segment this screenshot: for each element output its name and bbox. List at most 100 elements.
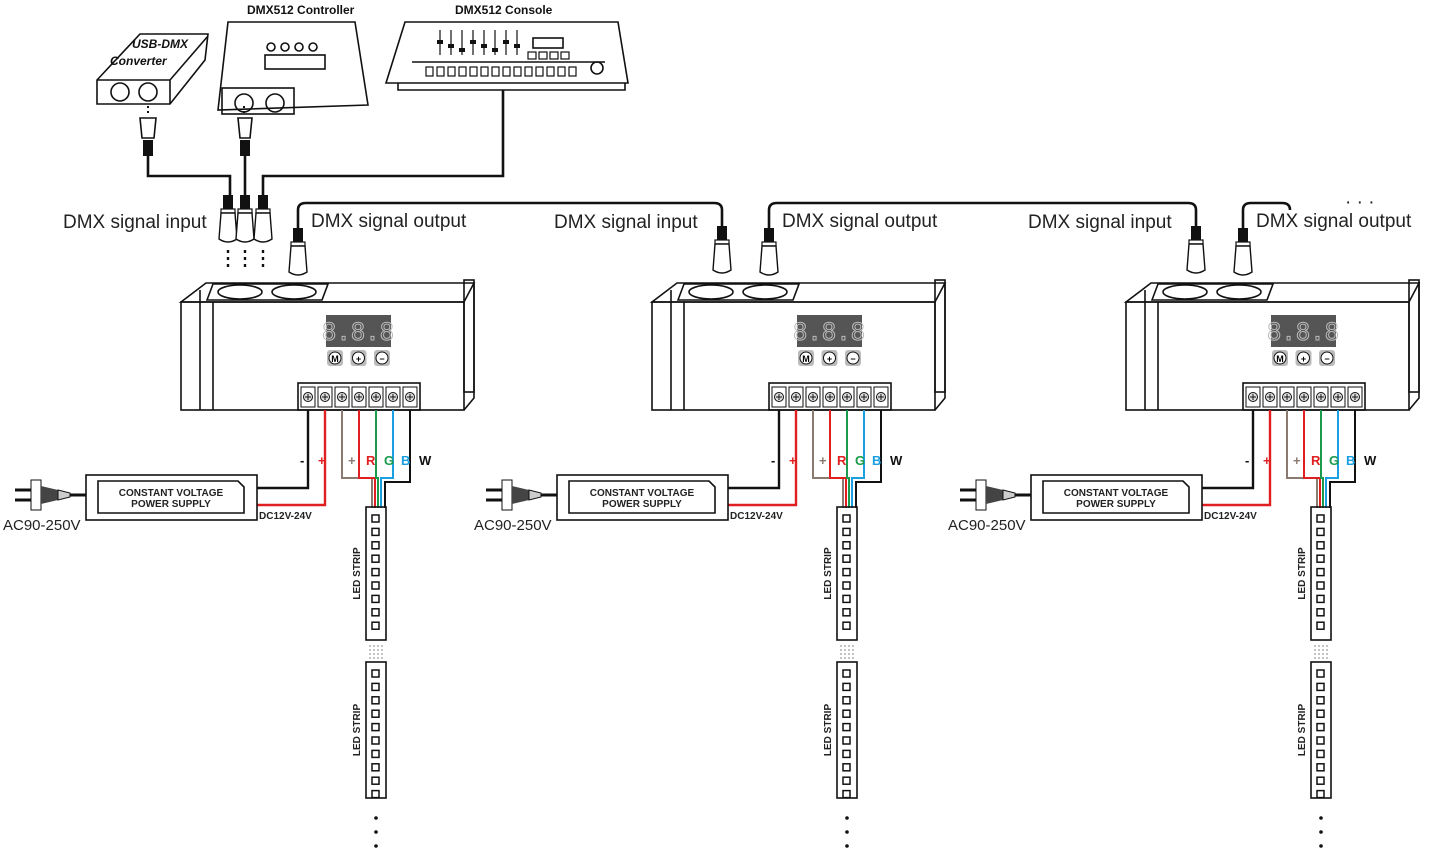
power-supply: CONSTANT VOLTAGE POWER SUPPLY xyxy=(1030,474,1203,521)
xlr-connector-icon xyxy=(1186,226,1206,274)
screw-terminal-icon xyxy=(771,386,787,408)
dmx-signal-output-label: DMX signal output xyxy=(311,211,467,232)
terminal-label: W xyxy=(419,453,432,468)
input-cables xyxy=(139,90,505,195)
svg-text:CONSTANT VOLTAGE: CONSTANT VOLTAGE xyxy=(119,488,224,499)
svg-text:+: + xyxy=(827,354,832,364)
terminal-label: B xyxy=(401,453,410,468)
continuation-dots: · · · xyxy=(1345,192,1375,213)
xlr-connector-icon xyxy=(288,228,308,276)
dmx-signal-input-label: DMX signal input xyxy=(1028,212,1172,233)
terminal-label: B xyxy=(872,453,881,468)
xlr-port-icon xyxy=(110,82,130,102)
ac-plug-icon xyxy=(960,479,1031,511)
terminal-label: + xyxy=(1263,453,1271,468)
dmx-signal-output-label: DMX signal output xyxy=(1256,211,1412,232)
led-display xyxy=(1271,315,1336,347)
svg-text:M: M xyxy=(331,354,339,364)
svg-text:+: + xyxy=(1301,354,1306,364)
plus-button[interactable]: + xyxy=(350,350,367,366)
menu-button[interactable]: M xyxy=(1272,350,1288,366)
terminal-label: W xyxy=(1364,453,1377,468)
svg-text:AC90-250V: AC90-250V xyxy=(3,517,81,534)
svg-text:LED STRIP: LED STRIP xyxy=(823,547,834,600)
led-strip: LED STRIP xyxy=(352,506,387,641)
svg-text:CONSTANT VOLTAGE: CONSTANT VOLTAGE xyxy=(590,488,695,499)
terminal-label: R xyxy=(1311,453,1321,468)
terminal-label: + xyxy=(789,453,797,468)
plus-button[interactable]: + xyxy=(821,350,838,366)
plus-button[interactable]: + xyxy=(1295,350,1312,366)
screw-terminal-icon xyxy=(873,386,889,408)
svg-text:8.8.8: 8.8.8 xyxy=(1267,318,1339,346)
led-strip: LED STRIP xyxy=(1297,661,1332,799)
svg-text:AC90-250V: AC90-250V xyxy=(948,517,1026,534)
screw-terminal-icon xyxy=(1296,386,1312,408)
svg-text:8.8.8: 8.8.8 xyxy=(322,318,394,346)
svg-text:M: M xyxy=(1276,354,1284,364)
screw-terminal-icon xyxy=(1313,386,1329,408)
screw-terminal-icon xyxy=(317,386,333,408)
svg-text:DMX512 Console: DMX512 Console xyxy=(455,3,553,17)
terminal-label: B xyxy=(1346,453,1355,468)
svg-text:POWER SUPPLY: POWER SUPPLY xyxy=(131,499,211,510)
screw-terminal-icon xyxy=(1330,386,1346,408)
dmx-signal-output-label: DMX signal output xyxy=(782,211,938,232)
terminal-label: + xyxy=(348,453,356,468)
screw-terminal-icon xyxy=(402,386,418,408)
svg-text:LED STRIP: LED STRIP xyxy=(1297,704,1308,757)
minus-button[interactable]: − xyxy=(1319,350,1335,366)
svg-text:POWER SUPPLY: POWER SUPPLY xyxy=(1076,499,1156,510)
screw-terminal-icon xyxy=(839,386,855,408)
terminal-label: - xyxy=(300,453,304,468)
screw-terminal-icon xyxy=(805,386,821,408)
screw-terminal-icon xyxy=(1245,386,1261,408)
terminal-label: + xyxy=(318,453,326,468)
menu-button[interactable]: M xyxy=(798,350,814,366)
svg-text:8.8.8: 8.8.8 xyxy=(793,318,865,346)
terminal-label: G xyxy=(384,453,394,468)
svg-text:DC12V-24V: DC12V-24V xyxy=(730,511,783,522)
led-strip: LED STRIP xyxy=(1297,506,1332,641)
minus-button[interactable]: − xyxy=(374,350,390,366)
dmx512-controller: DMX512 Controller xyxy=(217,3,369,115)
screw-terminal-icon xyxy=(385,386,401,408)
led-display xyxy=(797,315,862,347)
screw-terminal-icon xyxy=(1262,386,1278,408)
svg-text:DMX512 Controller: DMX512 Controller xyxy=(247,3,355,17)
ac-plug-icon xyxy=(486,479,557,511)
screw-terminal-icon xyxy=(856,386,872,408)
svg-text:+: + xyxy=(356,354,361,364)
terminal-label: + xyxy=(819,453,827,468)
xlr-connector-icon xyxy=(235,195,255,243)
svg-text:LED STRIP: LED STRIP xyxy=(352,704,363,757)
svg-text:CONSTANT VOLTAGE: CONSTANT VOLTAGE xyxy=(1064,488,1169,499)
led-strip: LED STRIP xyxy=(352,661,387,799)
xlr-connector-icon xyxy=(218,195,238,243)
menu-button[interactable]: M xyxy=(327,350,343,366)
xlr-connector-icon xyxy=(759,228,779,276)
xlr-connector-icon xyxy=(253,195,273,243)
power-supply: CONSTANT VOLTAGE POWER SUPPLY xyxy=(556,474,729,521)
led-strip: LED STRIP xyxy=(823,661,858,799)
svg-text:−: − xyxy=(1324,354,1329,364)
svg-text:LED STRIP: LED STRIP xyxy=(823,704,834,757)
terminal-label: G xyxy=(855,453,865,468)
minus-button[interactable]: − xyxy=(845,350,861,366)
screw-terminal-icon xyxy=(300,386,316,408)
svg-text:POWER SUPPLY: POWER SUPPLY xyxy=(602,499,682,510)
dmx-signal-input-label: DMX signal input xyxy=(63,212,207,233)
ac-plug-icon xyxy=(15,479,86,511)
xlr-connector-icon xyxy=(712,226,732,274)
xlr-connector-icon xyxy=(1233,228,1253,276)
power-supply: CONSTANT VOLTAGE POWER SUPPLY xyxy=(85,474,258,521)
terminal-label: R xyxy=(366,453,376,468)
svg-text:Converter: Converter xyxy=(110,54,168,68)
usb-dmx-converter: USB-DMX Converter xyxy=(96,33,209,105)
svg-text:LED STRIP: LED STRIP xyxy=(1297,547,1308,600)
led-display xyxy=(326,315,391,347)
svg-text:−: − xyxy=(850,354,855,364)
